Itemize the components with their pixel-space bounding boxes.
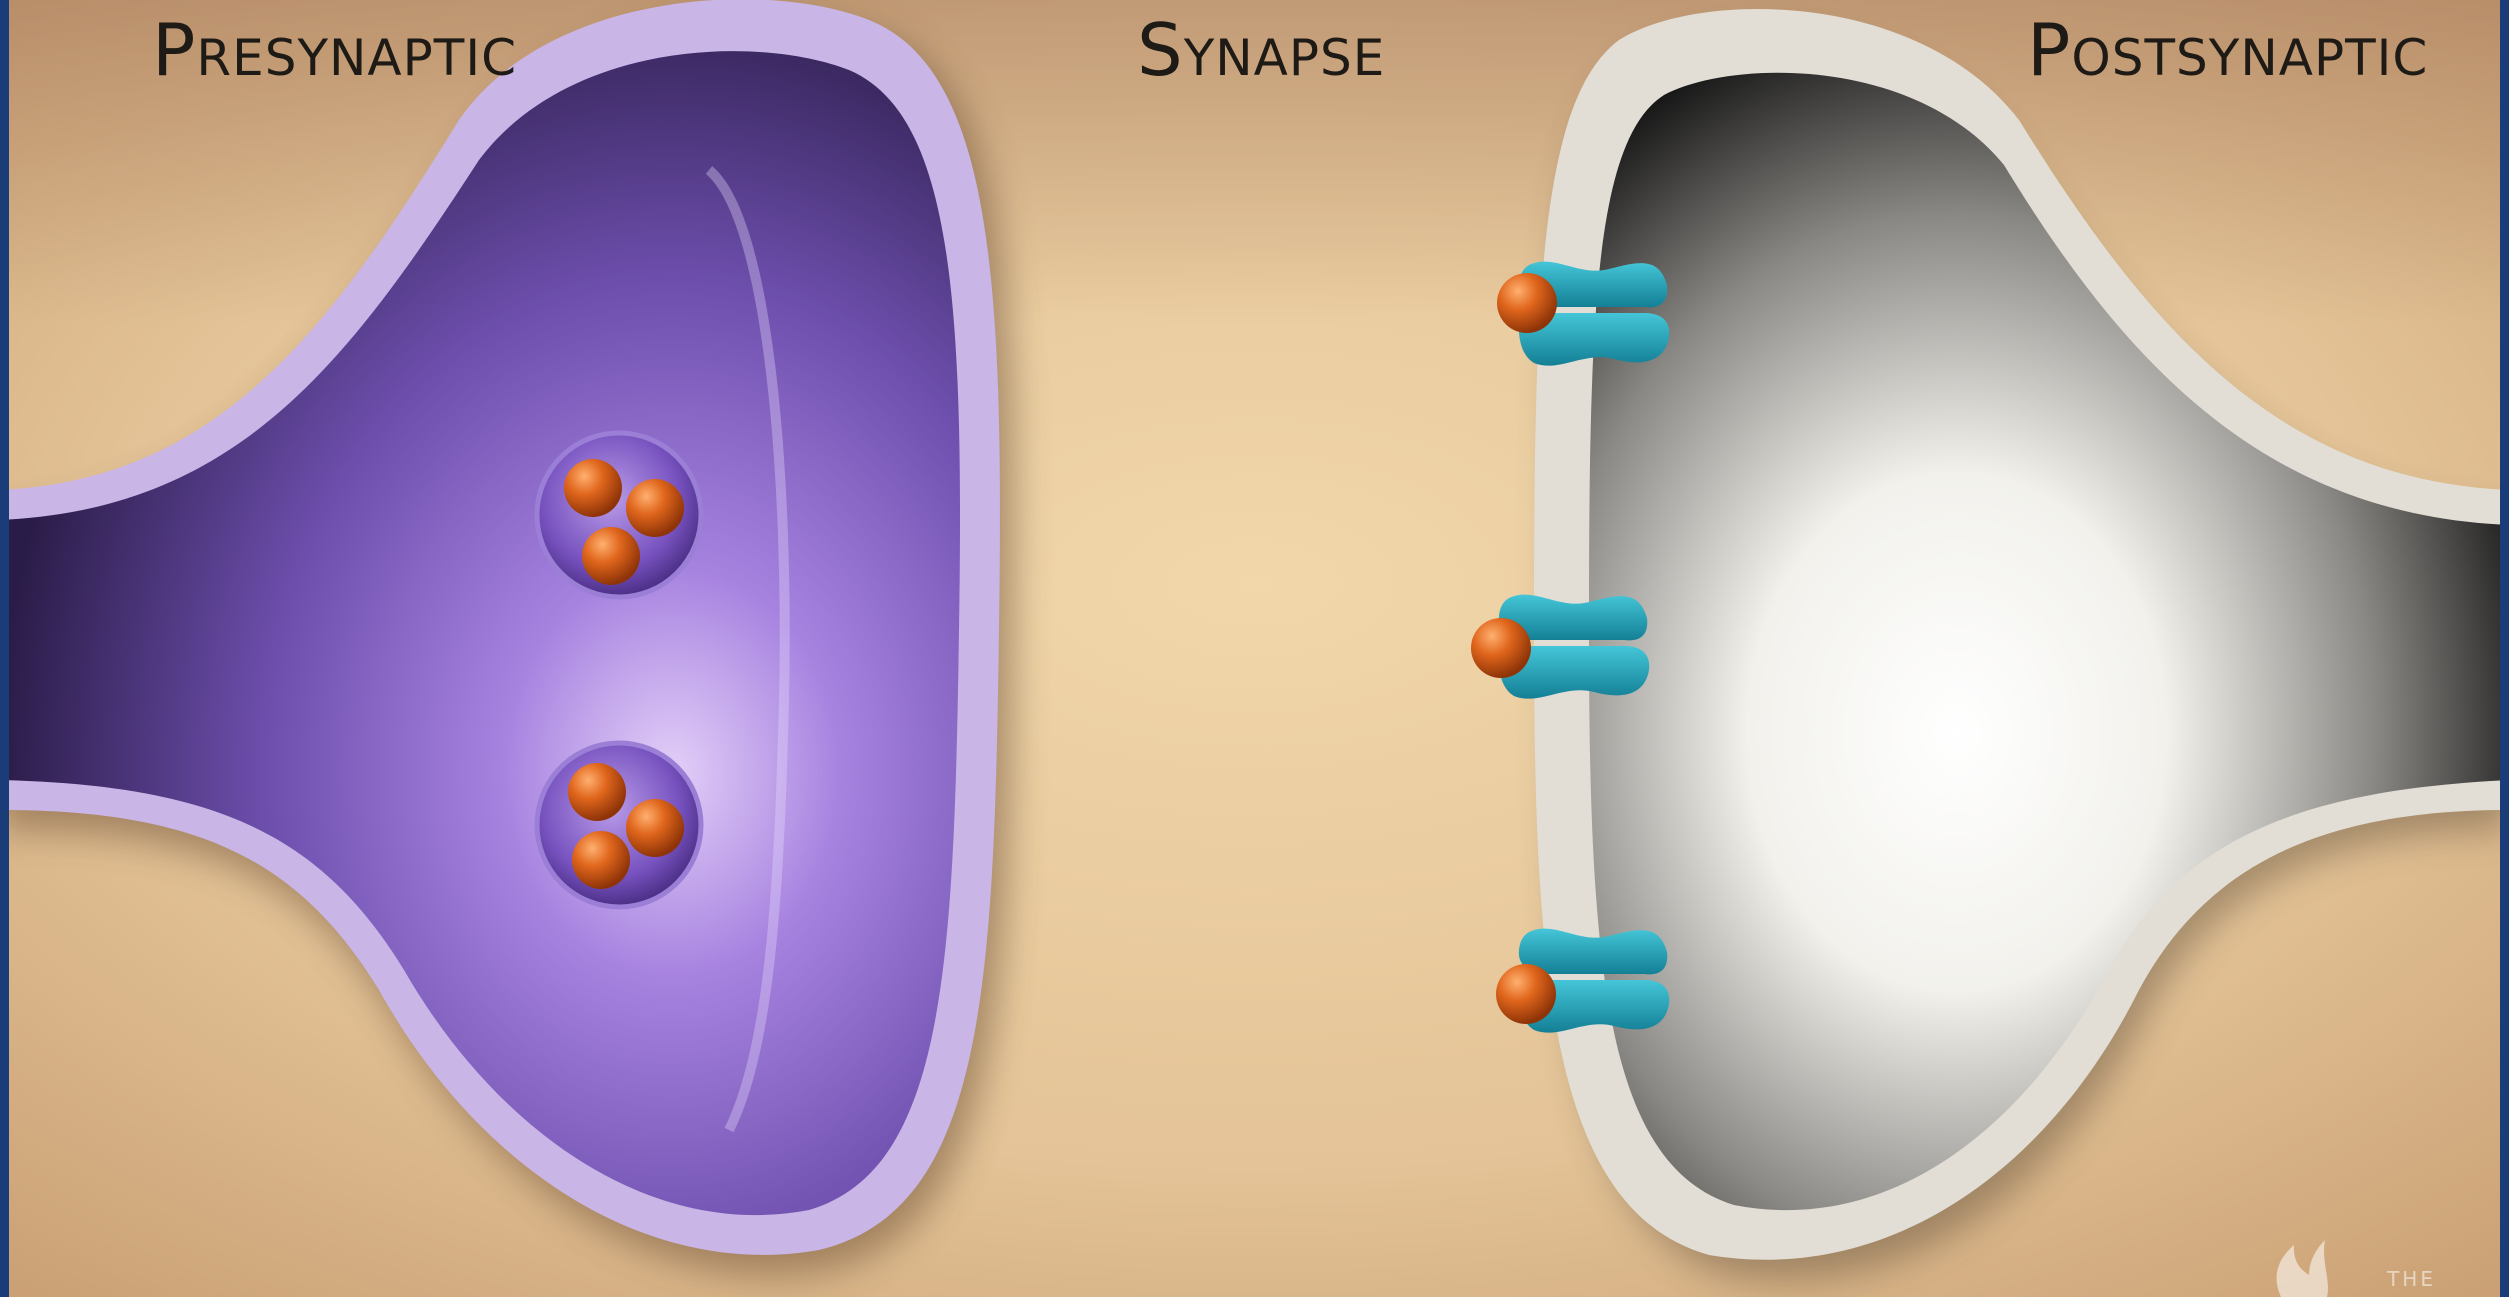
neurotransmitter bbox=[1497, 273, 1557, 333]
neurotransmitter bbox=[564, 459, 622, 517]
neurotransmitter bbox=[1496, 964, 1556, 1024]
vesicle-upper bbox=[537, 433, 701, 597]
neurotransmitter bbox=[626, 479, 684, 537]
diagram-canvas bbox=[9, 0, 2500, 1297]
synapse-label: Synapse bbox=[1137, 8, 1385, 92]
postsynaptic-label: Postsynaptic bbox=[2027, 8, 2428, 92]
receptor-bottom bbox=[1496, 929, 1669, 1033]
neurotransmitter bbox=[572, 831, 630, 889]
neurotransmitter bbox=[626, 799, 684, 857]
neurotransmitter bbox=[568, 763, 626, 821]
watermark-text: THE bbox=[2387, 1267, 2436, 1291]
vesicle-lower bbox=[537, 743, 701, 907]
presynaptic-label: Presynaptic bbox=[152, 8, 517, 92]
neurotransmitter bbox=[1471, 618, 1531, 678]
neurotransmitter bbox=[582, 527, 640, 585]
synapse-diagram: Presynaptic Synapse Postsynaptic THE bbox=[9, 0, 2500, 1297]
